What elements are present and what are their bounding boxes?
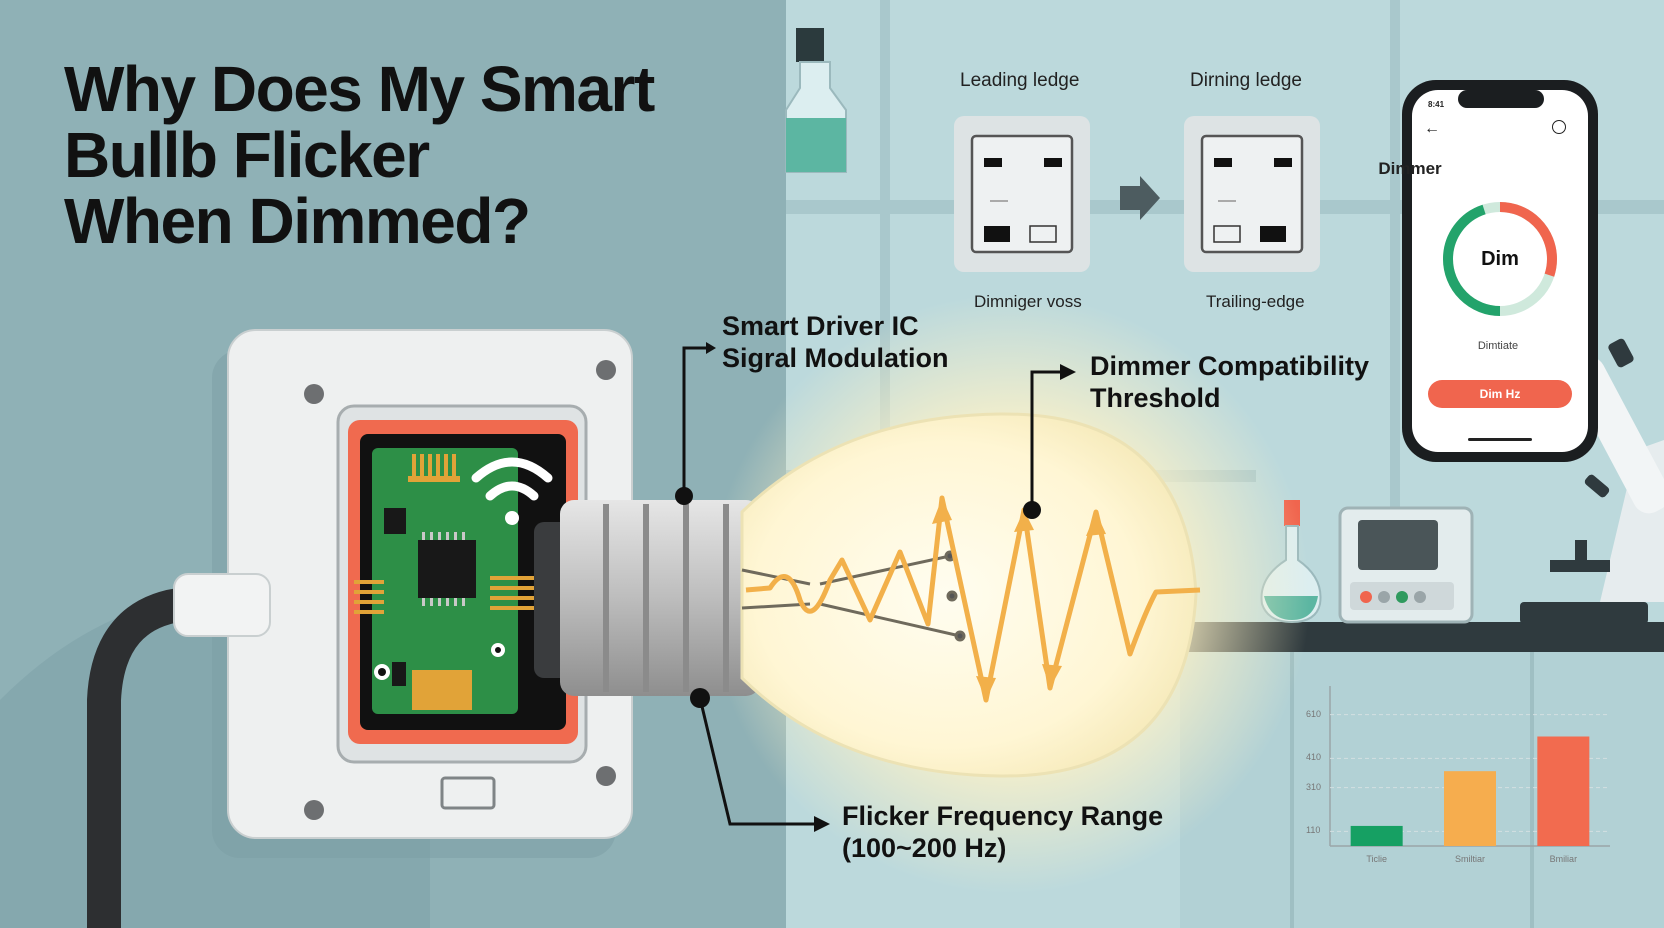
dimmer-gauge <box>1443 202 1557 316</box>
leading-edge-dimmer-panel <box>954 116 1090 272</box>
phone-status-text: Dimtiate <box>1477 340 1519 352</box>
bulb-base <box>534 500 760 696</box>
dim-hz-button[interactable]: Dim Hz <box>1428 380 1572 408</box>
callout-flicker-line <box>698 697 816 826</box>
phone-title: Dimmer <box>1378 159 1442 178</box>
smartphone <box>1402 80 1598 462</box>
chart-y-tick-label: 610 <box>1306 708 1322 719</box>
callout-smart-driver-ic: Smart Driver IC Sigral Modulation <box>722 311 949 373</box>
page-title: Why Does My Smart Bullb Flicker When Dim… <box>64 53 655 257</box>
flask-top <box>785 28 847 173</box>
phone-status-time: 8:41 <box>1428 100 1445 109</box>
chart-x-tick-label: Bmiliar <box>1549 854 1578 864</box>
callout-dimmer-compatibility: Dimmer Compatibility Threshold <box>1090 351 1370 413</box>
bar-chart <box>1329 686 1610 847</box>
filament <box>741 550 966 642</box>
wifi-icon <box>471 457 553 525</box>
chart-bar <box>1537 736 1590 846</box>
bulb-glass <box>740 412 1198 778</box>
cable-plug <box>173 573 271 637</box>
circle-minus-icon[interactable] <box>1552 120 1566 134</box>
power-cable <box>87 587 203 928</box>
trailing-edge-dimmer-panel <box>1184 116 1320 272</box>
dimming-edge-label: Dirning ledge <box>1190 70 1302 91</box>
trailing-edge-label: Trailing-edge <box>1206 292 1305 311</box>
microscope <box>1520 338 1664 624</box>
chart-x-tick-label: Smiltiar <box>1454 854 1485 864</box>
chart-y-tick-label: 110 <box>1306 825 1321 836</box>
callout-compat-line <box>1030 370 1064 510</box>
chart-x-tick-label: Ticlie <box>1366 854 1387 864</box>
lab-instrument <box>1338 506 1474 624</box>
chart-bar <box>1350 825 1403 846</box>
leading-edge-label: Leading ledge <box>960 70 1080 91</box>
gauge-label: Dim <box>1481 248 1519 270</box>
arrow-right-icon <box>1120 176 1160 220</box>
callout-flicker-frequency: Flicker Frequency Range (100~200 Hz) <box>842 801 1164 863</box>
callout-driver-line <box>682 346 706 496</box>
flicker-waveform <box>745 495 1201 703</box>
dimmer-voss-label: Dimniger voss <box>974 292 1082 311</box>
chart-y-tick-label: 310 <box>1306 781 1322 792</box>
chart-y-tick-label: 410 <box>1306 752 1322 763</box>
pcb-board <box>354 448 560 714</box>
back-arrow-icon[interactable]: ← <box>1424 120 1440 137</box>
chart-bar <box>1444 771 1496 846</box>
